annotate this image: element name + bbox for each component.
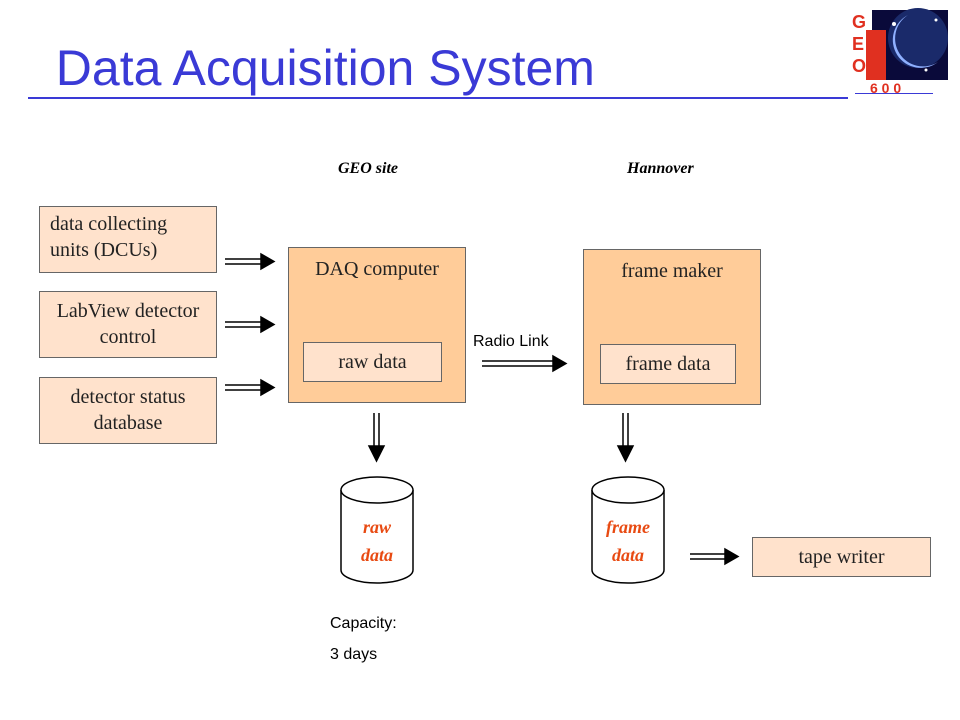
daq-computer-label: DAQ computer (315, 258, 439, 280)
logo-letter-g: G (852, 12, 867, 32)
header-geo-site: GEO site (338, 160, 398, 177)
logo-letter-e: E (852, 34, 865, 54)
title-underline (28, 97, 848, 99)
input-labview-label: LabView detector control (56, 300, 200, 348)
page-title: Data Acquisition System (28, 40, 595, 96)
arrow-frame-maker-to-frame-storage (616, 413, 635, 463)
input-dcus-label: data collecting units (DCUs) (50, 213, 168, 261)
input-labview-box: LabView detector control (39, 291, 217, 358)
input-status-db-box: detector status database (39, 377, 217, 444)
capacity-label: Capacity: 3 days (330, 608, 397, 670)
daq-computer-box: DAQ computer raw data (288, 247, 466, 403)
radio-link-label: Radio Link (473, 333, 549, 350)
frame-data-storage-line1: frame (606, 517, 650, 537)
frame-data-inner-box: frame data (600, 344, 736, 384)
raw-data-storage-label: raw data (341, 513, 413, 569)
raw-data-storage-line2: data (360, 545, 393, 565)
frame-data-storage-cylinder (591, 476, 665, 584)
logo-number: 6 0 0 (870, 80, 902, 96)
raw-data-storage-cylinder (340, 476, 414, 584)
arrow-status-to-daq (225, 378, 276, 397)
input-dcus-box: data collecting units (DCUs) (39, 206, 217, 273)
raw-data-storage-line1: raw (362, 517, 391, 537)
capacity-line2: 3 days (330, 646, 378, 663)
tape-writer-box: tape writer (752, 537, 931, 577)
arrow-daq-to-raw-storage (367, 413, 386, 463)
arrow-labview-to-daq (225, 315, 276, 334)
raw-data-inner-box: raw data (303, 342, 442, 382)
arrow-radio-link (482, 354, 568, 373)
arrow-dcus-to-daq (225, 252, 276, 271)
logo-graphic (866, 8, 948, 80)
geo600-logo: G E O 6 0 0 (838, 0, 960, 100)
arrow-frame-storage-to-tape (690, 547, 740, 566)
frame-data-storage-label: frame data (592, 513, 664, 569)
frame-maker-box: frame maker frame data (583, 249, 761, 405)
input-status-db-label: detector status database (70, 386, 186, 434)
frame-data-storage-line2: data (611, 545, 644, 565)
header-hannover: Hannover (627, 160, 694, 177)
capacity-line1: Capacity: (330, 615, 397, 632)
frame-maker-label: frame maker (621, 260, 723, 282)
logo-letter-o: O (852, 56, 867, 76)
title-underline-tail (855, 93, 933, 94)
